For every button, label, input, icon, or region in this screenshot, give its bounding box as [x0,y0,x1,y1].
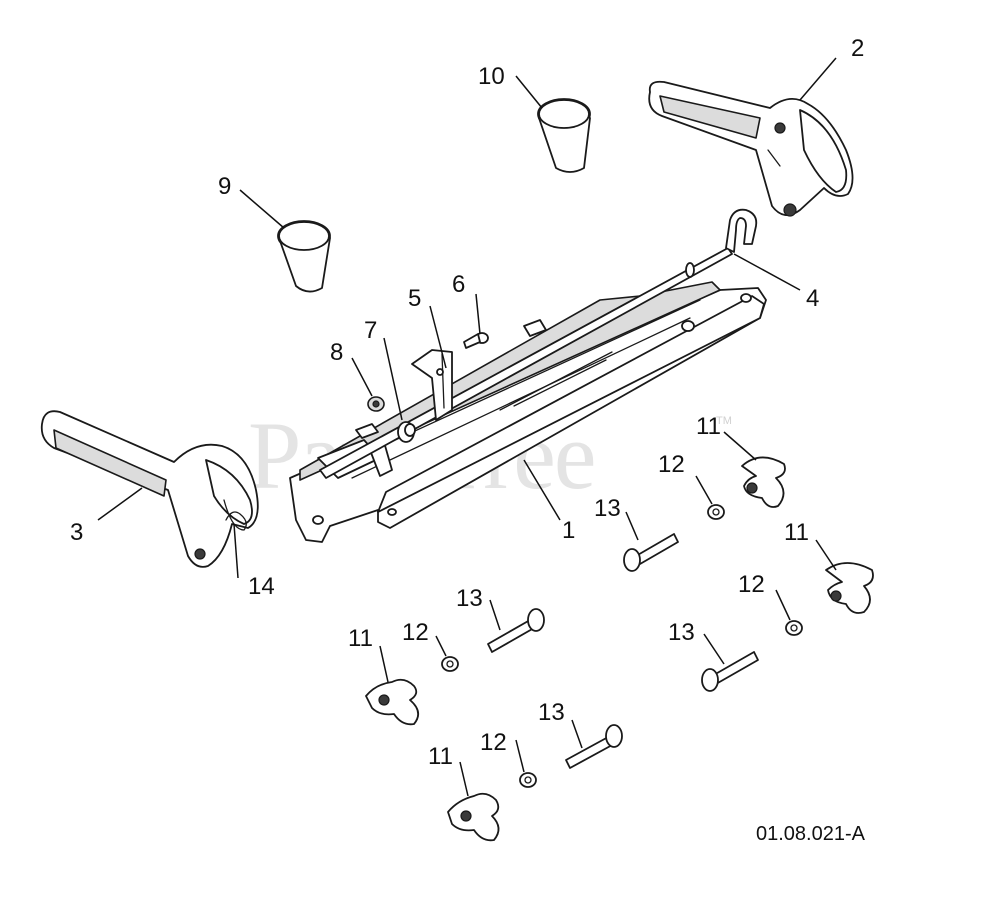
washer-part-d[interactable] [519,772,537,788]
right-handle-part[interactable] [648,80,854,217]
nut-part[interactable] [367,396,385,412]
callout-12-c: 12 [402,619,429,646]
knob-part-9[interactable] [277,220,331,293]
screw-part[interactable] [463,332,489,349]
left-handle-part[interactable] [40,410,259,568]
callout-14: 14 [248,573,275,600]
washer-part-c[interactable] [441,656,459,672]
callout-1: 1 [562,517,575,544]
callout-7: 7 [364,317,377,344]
carriage-bolt-part-c[interactable] [701,651,759,692]
star-knob-part-c[interactable] [365,678,420,726]
washer-part-a[interactable] [707,504,725,520]
star-knob-part-a[interactable] [741,456,786,508]
rod-part[interactable] [319,208,758,479]
callout-13-b: 13 [456,585,483,612]
callout-9: 9 [218,173,231,200]
callout-11-a: 11 [696,413,721,440]
star-knob-part-d[interactable] [447,792,500,842]
callout-11-b: 11 [784,519,809,546]
watermark-trademark: TM [716,415,732,427]
callout-8: 8 [330,339,343,366]
carriage-bolt-part-b[interactable] [487,608,545,653]
callout-5: 5 [408,285,421,312]
knob-part-10[interactable] [537,98,591,173]
callout-12-b: 12 [738,571,765,598]
washer-part-b[interactable] [785,620,803,636]
callout-12-d: 12 [480,729,507,756]
callout-13-c: 13 [668,619,695,646]
callout-labels: 1 2 3 4 5 6 7 8 9 10 14 11 11 11 11 12 1… [70,35,864,770]
callout-12-a: 12 [658,451,685,478]
carriage-bolt-part-d[interactable] [565,724,623,769]
callout-3: 3 [70,519,83,546]
figure-id: 01.08.021-A [756,823,866,845]
leader-lines [97,57,837,797]
carriage-bolt-part-a[interactable] [623,533,679,572]
callout-11-d: 11 [428,743,453,770]
callout-4: 4 [806,285,819,312]
spring-part[interactable] [397,421,416,443]
callout-13-d: 13 [538,699,565,726]
spring-clip-part[interactable] [223,499,247,531]
callout-2: 2 [851,35,864,62]
callout-11-c: 11 [348,625,373,652]
callout-10: 10 [478,63,505,90]
callout-6: 6 [452,271,465,298]
star-knob-part-b[interactable] [825,562,874,614]
callout-13-a: 13 [594,495,621,522]
bracket-part[interactable] [411,349,453,421]
